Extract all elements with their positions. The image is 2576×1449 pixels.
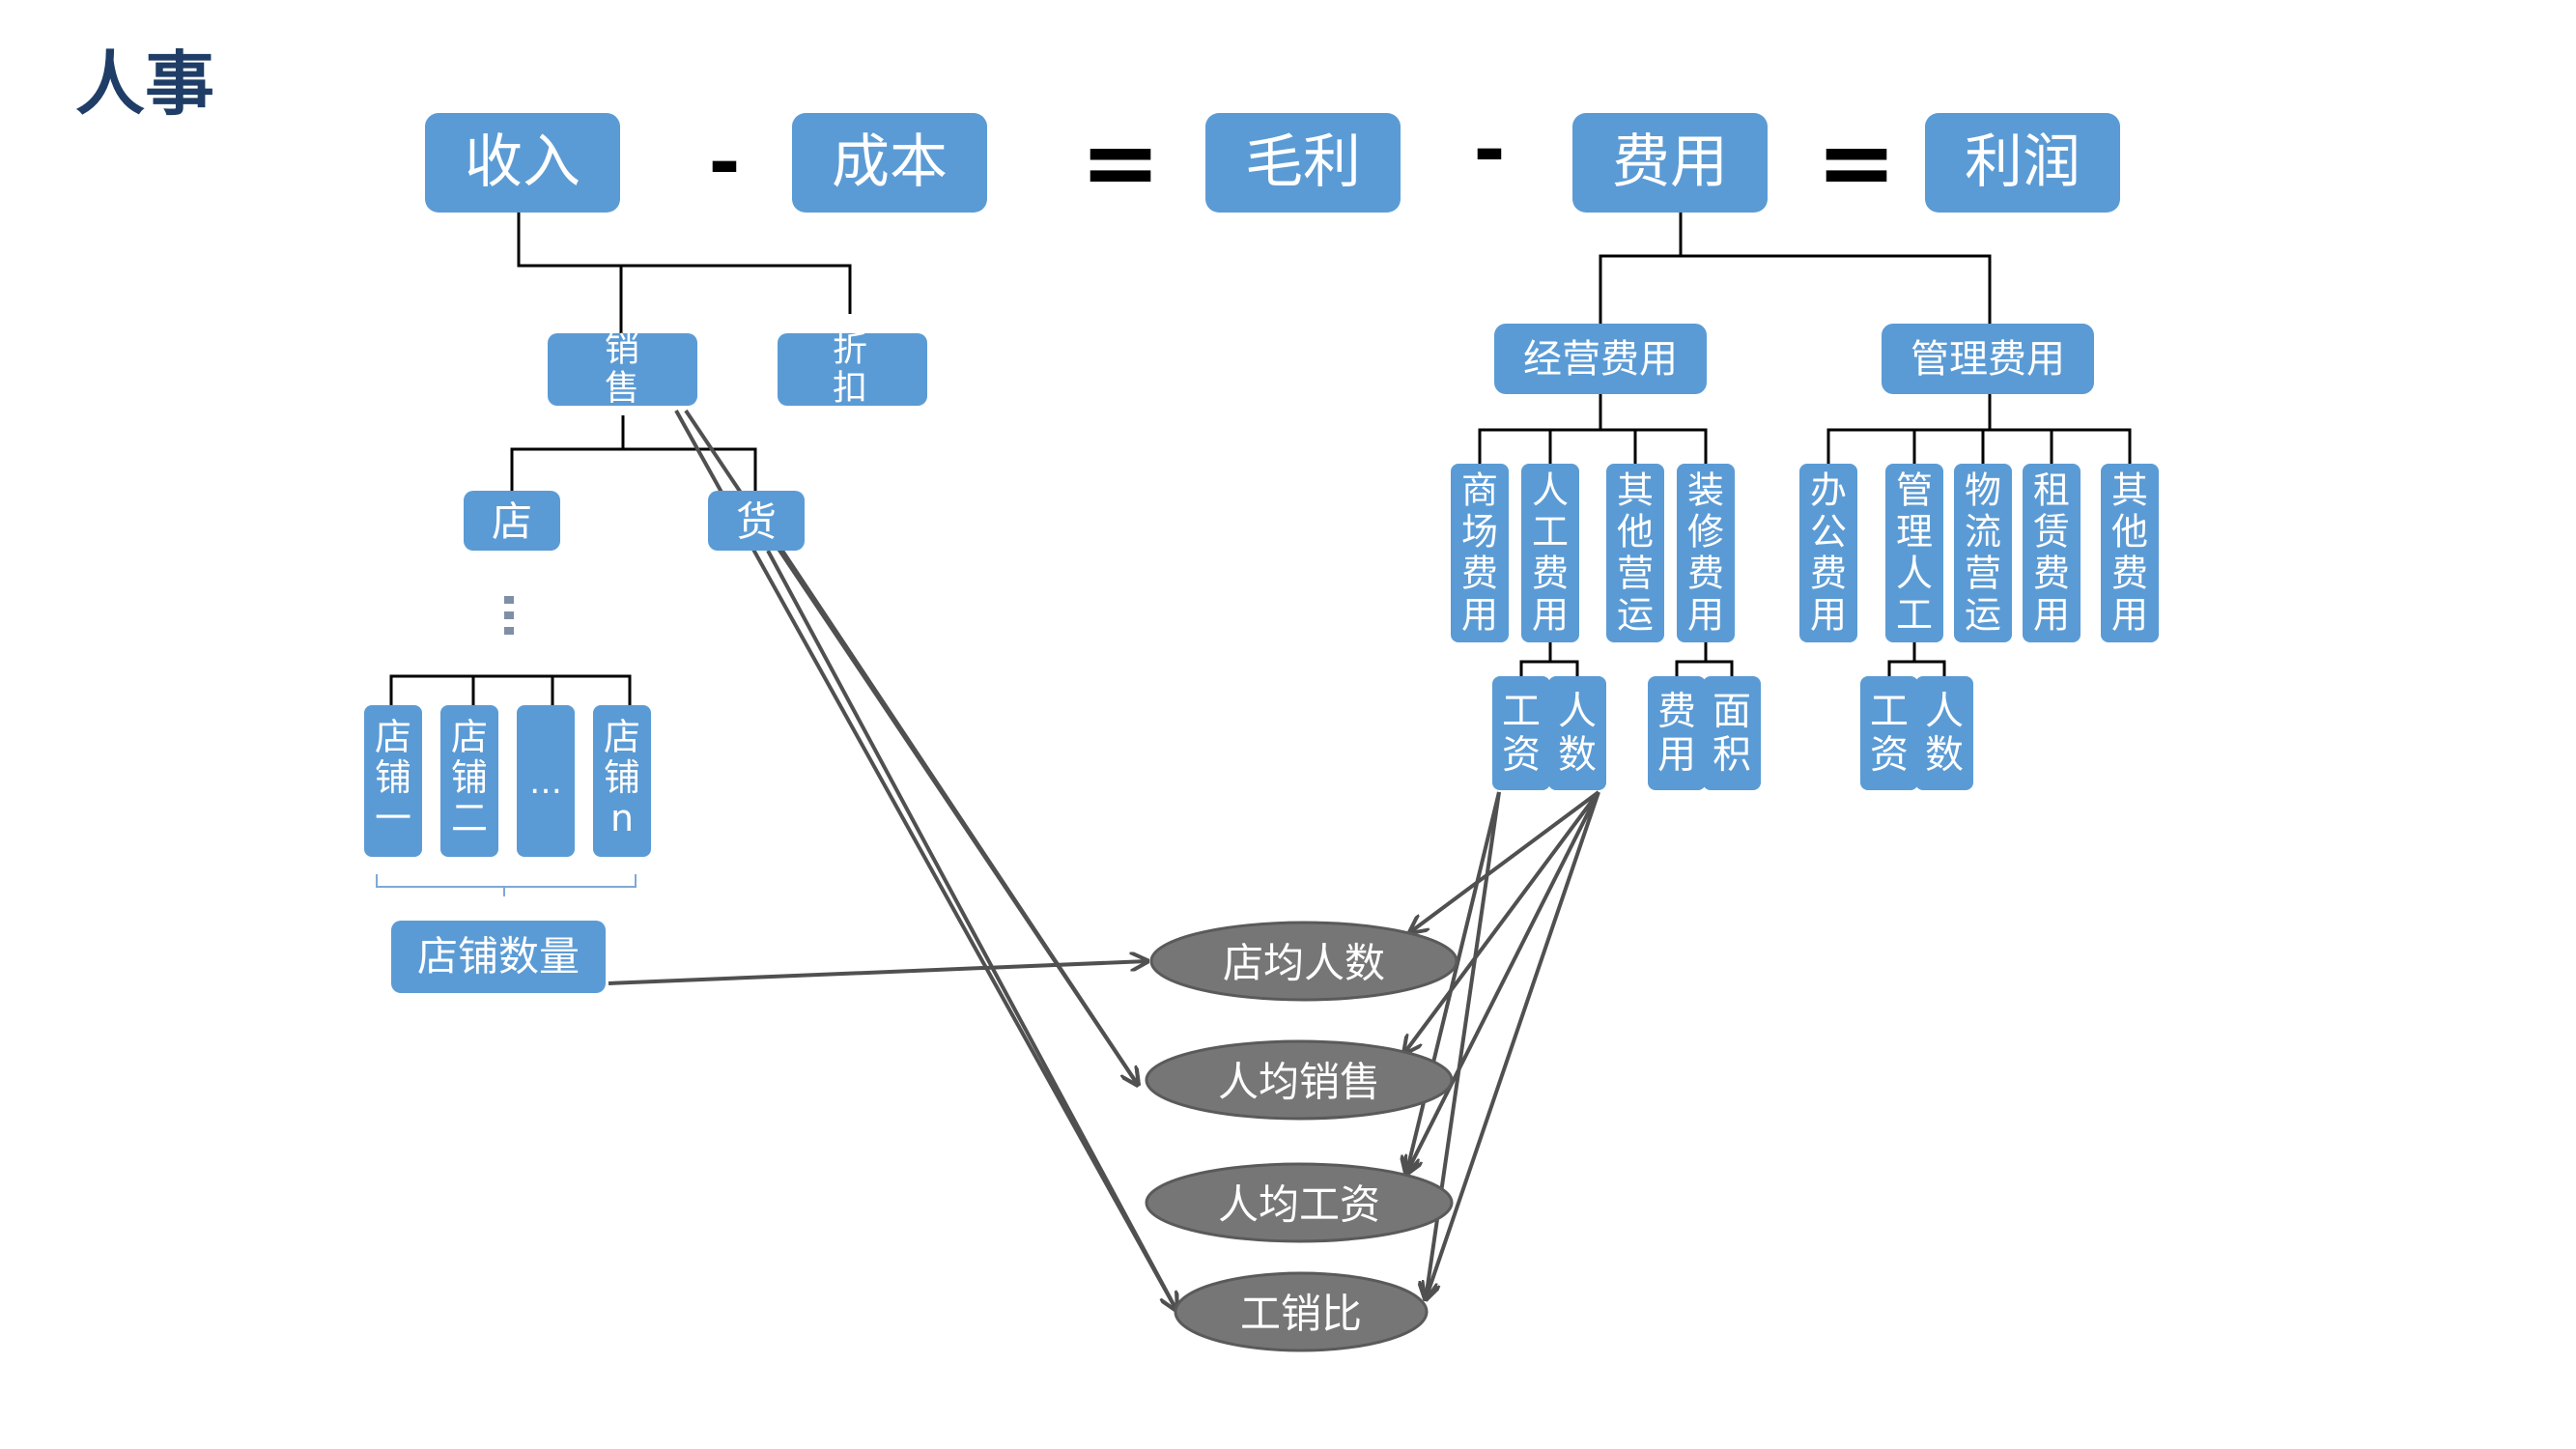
sales-box[interactable]: 销售 bbox=[548, 330, 697, 409]
store-2-label: 店铺二 bbox=[451, 716, 488, 839]
rent-fee-label: 租赁费用 bbox=[2033, 469, 2070, 637]
operating-headcount-box[interactable]: 人数 bbox=[1548, 676, 1606, 790]
store-ellipsis-label: … bbox=[529, 763, 562, 802]
term-profit-box[interactable]: 利润 bbox=[1925, 113, 2120, 213]
management-expense-box[interactable]: 管理费用 bbox=[1882, 324, 2094, 394]
metric-avg-staff-per-store-label: 店均人数 bbox=[1223, 940, 1385, 987]
other-operations-label: 其他营运 bbox=[1617, 469, 1654, 637]
term-expense-box[interactable]: 费用 bbox=[1572, 113, 1768, 213]
term-gross-profit-box[interactable]: 毛利 bbox=[1205, 113, 1401, 213]
sales-label: 销售 bbox=[605, 330, 639, 409]
goods-box[interactable]: 货 bbox=[708, 491, 805, 551]
store-box[interactable]: 店 bbox=[464, 491, 560, 551]
labor-fee-label: 人工费用 bbox=[1532, 469, 1569, 637]
store-1-label: 店铺一 bbox=[375, 716, 411, 839]
operator-equals-1: = bbox=[1080, 106, 1161, 219]
other-fee-box[interactable]: 其他费用 bbox=[2101, 464, 2159, 642]
term-profit-label: 利润 bbox=[1965, 128, 2081, 196]
store-count-label: 店铺数量 bbox=[417, 933, 580, 980]
store-group-brace bbox=[376, 874, 637, 896]
operating-expense-box[interactable]: 经营费用 bbox=[1494, 324, 1707, 394]
expense-branch: 经营费用 管理费用 商场费用 人工费用 其他营运 装修费用 办公费用 bbox=[1451, 324, 2159, 790]
other-fee-label: 其他费用 bbox=[2111, 469, 2148, 637]
term-cost-label: 成本 bbox=[832, 128, 948, 196]
income-branch: 销售 折扣 店 货 店铺一 店铺二 … bbox=[364, 330, 927, 993]
metric-avg-staff-per-store[interactable]: 店均人数 bbox=[1149, 921, 1458, 1002]
operator-minus-1: - bbox=[708, 118, 740, 208]
management-labor-box[interactable]: 管理人工 bbox=[1885, 464, 1943, 642]
metric-sales-per-person[interactable]: 人均销售 bbox=[1145, 1039, 1454, 1121]
office-fee-box[interactable]: 办公费用 bbox=[1799, 464, 1857, 642]
logistics-label: 物流营运 bbox=[1965, 469, 2001, 637]
labor-fee-box[interactable]: 人工费用 bbox=[1521, 464, 1579, 642]
decoration-fee-label: 装修费用 bbox=[1687, 469, 1724, 637]
decoration-cost-label: 费用 bbox=[1657, 690, 1696, 778]
metric-wage-sales-ratio-label: 工销比 bbox=[1240, 1291, 1362, 1338]
office-fee-label: 办公费用 bbox=[1810, 469, 1847, 637]
management-headcount-label: 人数 bbox=[1925, 690, 1964, 778]
term-income-box[interactable]: 收入 bbox=[425, 113, 620, 213]
store-count-box[interactable]: 店铺数量 bbox=[391, 921, 606, 993]
metric-wage-sales-ratio[interactable]: 工销比 bbox=[1174, 1271, 1429, 1352]
logistics-box[interactable]: 物流营运 bbox=[1954, 464, 2012, 642]
mall-fee-box[interactable]: 商场费用 bbox=[1451, 464, 1509, 642]
vertical-ellipsis-icon bbox=[504, 596, 514, 635]
page-title: 人事 bbox=[75, 43, 214, 125]
store-1-box[interactable]: 店铺一 bbox=[364, 705, 422, 857]
term-income-label: 收入 bbox=[465, 128, 580, 196]
operating-expense-label: 经营费用 bbox=[1523, 337, 1678, 382]
other-operations-box[interactable]: 其他营运 bbox=[1606, 464, 1664, 642]
store-2-box[interactable]: 店铺二 bbox=[440, 705, 498, 857]
management-headcount-box[interactable]: 人数 bbox=[1915, 676, 1973, 790]
metric-wage-per-person[interactable]: 人均工资 bbox=[1145, 1162, 1454, 1243]
store-ellipsis-box[interactable]: … bbox=[517, 705, 575, 857]
rent-fee-box[interactable]: 租赁费用 bbox=[2023, 464, 2081, 642]
management-labor-label: 管理人工 bbox=[1896, 469, 1933, 637]
management-expense-label: 管理费用 bbox=[1911, 337, 2065, 382]
formula-row: 收入 - 成本 = 毛利 - 费用 = 利润 bbox=[425, 105, 2120, 219]
management-wage-label: 工资 bbox=[1870, 690, 1909, 778]
term-cost-box[interactable]: 成本 bbox=[792, 113, 987, 213]
mall-fee-label: 商场费用 bbox=[1461, 469, 1498, 637]
operator-minus-2: - bbox=[1473, 105, 1505, 195]
operating-headcount-label: 人数 bbox=[1558, 690, 1597, 778]
term-gross-profit-label: 毛利 bbox=[1245, 128, 1361, 196]
term-expense-label: 费用 bbox=[1612, 128, 1728, 196]
discount-box[interactable]: 折扣 bbox=[778, 330, 927, 409]
operating-wage-label: 工资 bbox=[1502, 690, 1541, 778]
decoration-fee-box[interactable]: 装修费用 bbox=[1677, 464, 1735, 642]
metric-wage-per-person-label: 人均工资 bbox=[1218, 1181, 1380, 1229]
metric-sales-per-person-label: 人均销售 bbox=[1218, 1059, 1380, 1106]
management-wage-box[interactable]: 工资 bbox=[1860, 676, 1918, 790]
goods-label: 货 bbox=[736, 498, 777, 546]
decoration-area-label: 面积 bbox=[1713, 690, 1751, 778]
decoration-cost-box[interactable]: 费用 bbox=[1648, 676, 1706, 790]
store-label: 店 bbox=[492, 498, 532, 546]
operating-wage-box[interactable]: 工资 bbox=[1492, 676, 1550, 790]
metrics: 店均人数 人均销售 人均工资 工销比 bbox=[1145, 921, 1458, 1352]
discount-label: 折扣 bbox=[833, 330, 867, 409]
tree-lines bbox=[389, 213, 2132, 705]
decoration-area-box[interactable]: 面积 bbox=[1703, 676, 1761, 790]
operator-equals-2: = bbox=[1816, 106, 1897, 219]
